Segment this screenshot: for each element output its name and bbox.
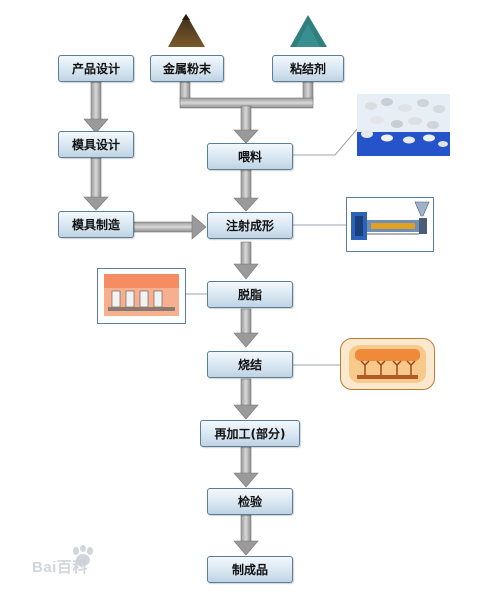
feedstock-pellets-image xyxy=(357,94,450,156)
node-binder: 粘结剂 xyxy=(272,55,344,82)
node-metal-powder: 金属粉末 xyxy=(150,55,224,82)
arrow-inspection-to-product xyxy=(233,514,259,556)
node-inspection: 检验 xyxy=(207,488,293,515)
node-injection-molding: 注射成形 xyxy=(207,212,293,239)
arrow-mold-making-to-injection xyxy=(132,214,207,240)
arrow-injection-to-debinding xyxy=(233,241,259,280)
arrow-debinding-to-sintering xyxy=(233,308,259,348)
node-feeding: 喂料 xyxy=(207,143,293,170)
node-product: 制成品 xyxy=(207,556,293,583)
arrow-product-design-to-mold-design xyxy=(83,81,109,134)
node-mold-making: 模具制造 xyxy=(58,211,134,238)
node-sintering: 烧结 xyxy=(207,351,293,378)
arrow-mold-design-to-mold-making xyxy=(83,157,109,211)
debinding-image xyxy=(97,268,186,324)
baidu-watermark: Bai百科 xyxy=(32,559,88,576)
paw-logo-icon xyxy=(70,545,96,571)
metal-powder-pile-icon xyxy=(168,14,205,47)
sintering-image xyxy=(340,338,435,390)
node-mold-design: 模具设计 xyxy=(58,131,134,158)
callout-lines xyxy=(186,127,359,366)
injection-machine-image xyxy=(346,197,434,252)
arrow-powder-binder-to-feeding xyxy=(179,81,314,144)
arrow-reprocessing-to-inspection xyxy=(233,446,259,488)
node-debinding: 脱脂 xyxy=(207,281,293,308)
node-product-design: 产品设计 xyxy=(58,55,134,82)
binder-pile-icon xyxy=(290,15,327,47)
arrow-feeding-to-injection xyxy=(233,169,259,212)
arrow-sintering-to-reprocessing xyxy=(233,378,259,420)
node-reprocessing: 再加工(部分) xyxy=(200,420,300,447)
